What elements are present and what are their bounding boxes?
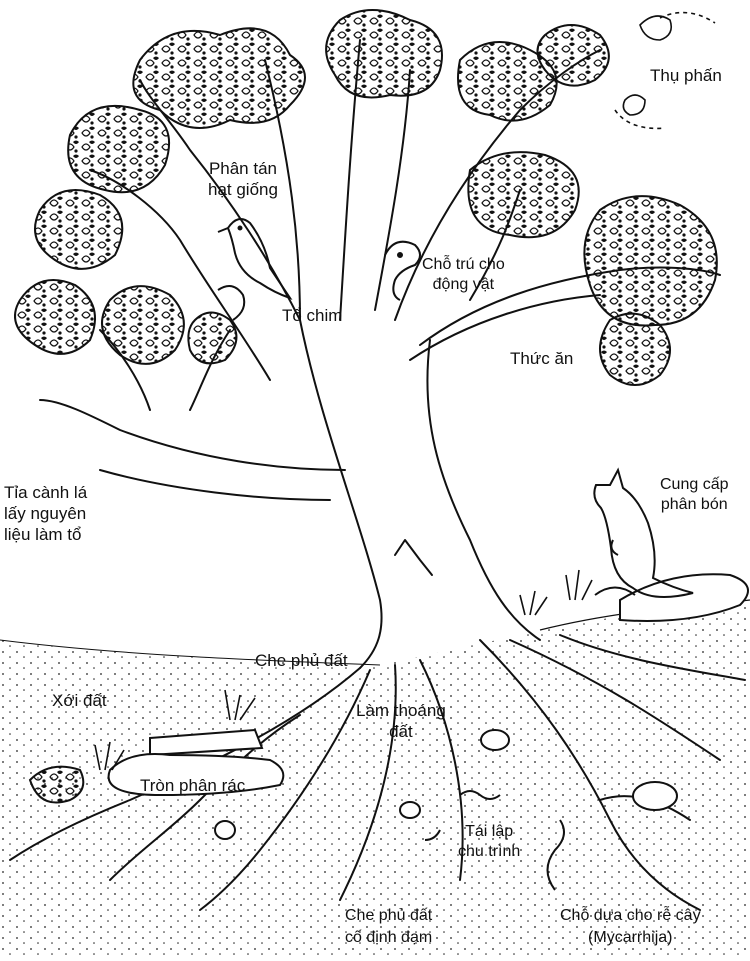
label-pollination: Thụ phấn — [650, 65, 722, 86]
label-animal-shelter: Chỗ trú cho động vật — [422, 255, 505, 295]
label-bird-nest: Tổ chim — [282, 305, 342, 326]
label-ground-cover-top: Che phủ đất — [255, 650, 348, 671]
label-nest-material: Tỉa cành lá lấy nguyên liệu làm tổ — [4, 482, 87, 545]
foliage — [15, 10, 717, 385]
label-nutrient-cycle: Tái lập chu trình — [458, 822, 520, 862]
label-aeration: Làm thoáng đất — [356, 700, 446, 742]
label-tillage: Xới đất — [52, 690, 107, 711]
label-decomposition: Tròn phân rác — [140, 775, 245, 796]
label-food: Thức ăn — [510, 348, 573, 369]
bird-icon — [218, 219, 290, 320]
label-fertilizer: Cung cấp phân bón — [660, 475, 729, 515]
label-seed-dispersal: Phân tán hạt giống — [208, 158, 278, 200]
label-ground-cover-nitrogen: Che phủ đất cố định đạm — [345, 905, 432, 949]
label-root-support: Chỗ dựa cho rễ cây (Mycarrhija) — [560, 905, 701, 949]
